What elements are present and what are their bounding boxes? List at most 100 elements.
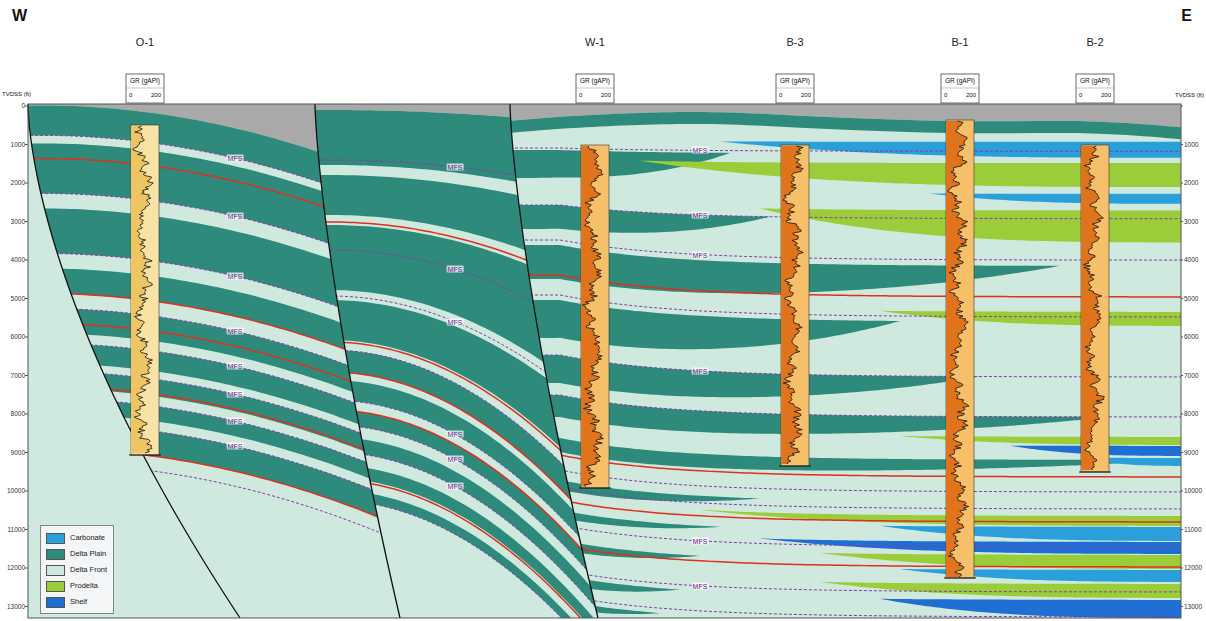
log-shading [131, 126, 153, 453]
log-shading [1081, 146, 1104, 470]
horizon-label: MFS [692, 582, 709, 589]
horizon-label: MFS [692, 367, 709, 374]
axis-title: TVDSS (ft) [2, 91, 31, 97]
axis-tick [1181, 183, 1183, 184]
horizon-label: MFS [692, 537, 709, 544]
delta-plain-fill [500, 112, 1190, 140]
log-header: GR (gAPI) [945, 78, 975, 85]
log-header-box [941, 74, 979, 103]
axis-tick [1181, 414, 1183, 415]
gr-curve [948, 121, 969, 577]
axis-tick [25, 183, 28, 184]
legend-text: Delta Plain [70, 550, 106, 558]
legend-swatch [46, 581, 65, 592]
prodelta-fill [700, 510, 1190, 526]
legend-row: Delta Plain [46, 546, 107, 562]
well-name: O-1 [136, 37, 154, 48]
direction-label: W [12, 8, 27, 24]
log-scale: 0 [579, 92, 582, 98]
depth-tick: 9000 [1184, 449, 1198, 456]
total-depth-mark [779, 466, 811, 467]
mfs-line [500, 487, 1190, 509]
depth-tick: 10000 [1184, 488, 1202, 495]
well-log [941, 74, 979, 578]
depth-tick: 8000 [1184, 411, 1198, 418]
total-depth-mark [1079, 472, 1111, 473]
horizon-label: MFS [692, 251, 709, 258]
mfs-line [300, 500, 620, 621]
legend-row: Delta Front [46, 562, 107, 578]
depth-tick: 7000 [11, 372, 25, 379]
axis-tick [1181, 144, 1183, 145]
prodelta-fill [760, 208, 1190, 242]
delta-plain-fill [500, 300, 900, 349]
log-track [946, 120, 974, 578]
log-header-box [1076, 74, 1114, 103]
log-track [1081, 145, 1109, 472]
log-header-rule [776, 88, 814, 89]
legend-text: Prodelta [70, 582, 98, 590]
log-header-box [776, 74, 814, 103]
legend-swatch [46, 533, 65, 544]
axis-tick [25, 568, 28, 569]
depth-tick: 4000 [11, 257, 25, 264]
axis-title: TVDSS (ft) [1175, 92, 1204, 98]
well-name: B-3 [786, 37, 803, 48]
axis-tick [25, 606, 28, 607]
log-scale: 0 [1079, 92, 1082, 98]
section-frame [28, 104, 1181, 618]
horizon-label: MFS [227, 418, 244, 425]
depth-tick: 10000 [7, 488, 25, 495]
legend-row: Shelf [46, 594, 107, 610]
well-log [576, 74, 614, 488]
depth-tick: 12000 [1184, 565, 1202, 572]
log-header-box [126, 74, 164, 103]
depth-tick: 5000 [11, 295, 25, 302]
legend-swatch [46, 597, 65, 608]
legend-text: Shelf [70, 598, 87, 606]
log-track [131, 125, 159, 455]
horizon-label: MFS [447, 431, 464, 438]
depth-tick: 6000 [11, 334, 25, 341]
depth-tick: 0 [21, 103, 25, 110]
depth-tick: 3000 [1184, 218, 1198, 225]
axis-tick [25, 375, 28, 376]
mfs-line [500, 525, 1190, 547]
log-header-box [576, 74, 614, 103]
sequence-boundary [500, 545, 1190, 567]
axis-tick [1181, 606, 1183, 607]
delta-plain-fill [300, 490, 620, 621]
depth-tick: 3000 [11, 218, 25, 225]
axis-tick [25, 529, 28, 530]
depth-tick: 9000 [11, 449, 25, 456]
mfs-line [20, 463, 420, 550]
fault-block [500, 112, 1190, 621]
axis-tick [1181, 221, 1183, 222]
log-header-rule [576, 88, 614, 89]
depth-tick: 4000 [1184, 257, 1198, 264]
depth-tick: 7000 [1184, 372, 1198, 379]
mfs-line [20, 423, 420, 510]
delta-plain-fill [500, 355, 980, 397]
prodelta-fill [900, 436, 1190, 445]
well-log [126, 74, 164, 455]
depth-tick: 13000 [7, 603, 25, 610]
direction-label: E [1181, 8, 1192, 24]
legend-swatch [46, 549, 65, 560]
depth-tick: 8000 [11, 411, 25, 418]
axis-tick [1181, 106, 1183, 107]
depth-tick: 2000 [11, 180, 25, 187]
axis-tick [1181, 260, 1183, 261]
depth-tick: 13000 [1184, 603, 1202, 610]
well-log [1076, 74, 1114, 472]
log-shading [781, 146, 803, 464]
log-scale: 200 [801, 92, 811, 98]
prodelta-fill [820, 582, 1190, 598]
total-depth-mark [944, 578, 976, 579]
log-header: GR (gAPI) [580, 78, 610, 85]
well-log [776, 74, 814, 466]
axis-tick [25, 337, 28, 338]
well-name: B-1 [951, 37, 968, 48]
prodelta-fill [880, 311, 1190, 326]
